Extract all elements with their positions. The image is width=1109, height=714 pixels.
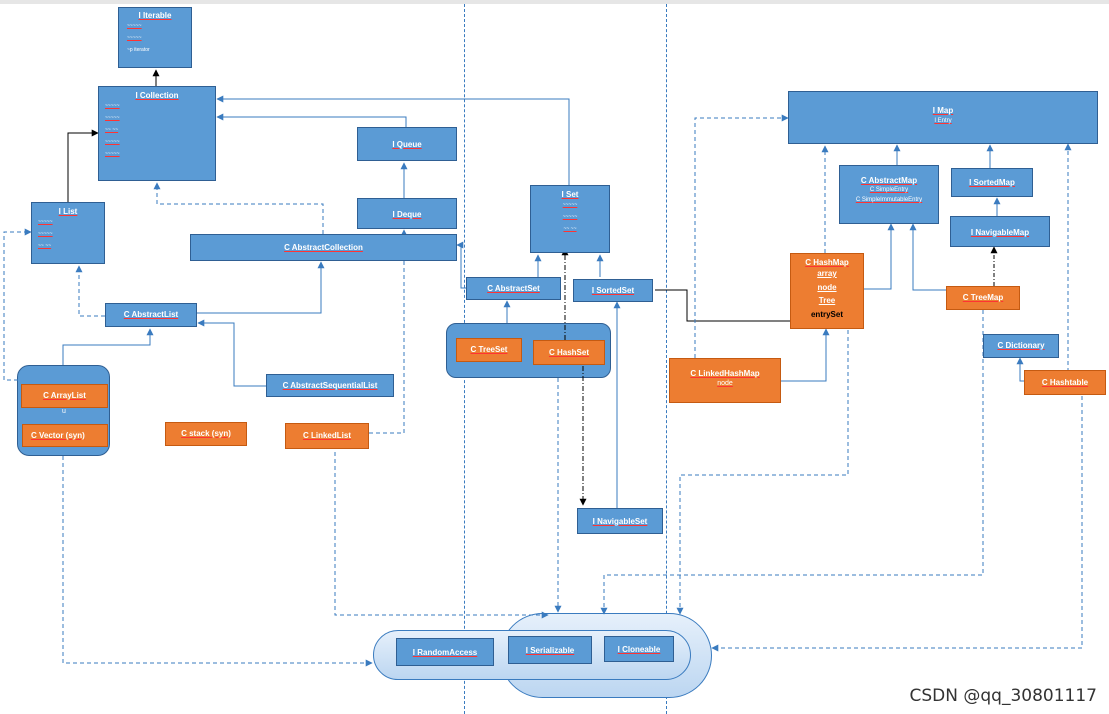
node-subtitle: I Entry <box>934 118 952 124</box>
abstractset-class: C AbstractSet <box>466 277 561 300</box>
node-field: Tree <box>818 296 836 305</box>
sortedset-interface: I SortedSet <box>573 279 653 302</box>
node-title: C HashMap <box>805 258 849 267</box>
node-method: ~~ ~~ <box>563 226 577 232</box>
node-method: ~~~~~ <box>38 219 53 225</box>
divider-line <box>666 4 667 714</box>
hashset-class: C HashSet <box>533 340 605 365</box>
node-method: ~p iterator <box>127 47 150 53</box>
node-title: C LinkedHashMap <box>690 369 760 378</box>
node-title: C LinkedList <box>302 431 351 440</box>
node-method: ~~~~~ <box>105 139 120 145</box>
node-method: ~~~~~ <box>127 35 142 41</box>
node-inner-class: C SimpleEntry <box>869 187 909 193</box>
node-title: I RandomAccess <box>412 648 478 657</box>
queue-interface: I Queue <box>357 127 457 161</box>
node-method: ~~~~~ <box>105 115 120 121</box>
cloneable-interface: I Cloneable <box>604 636 674 662</box>
sortedmap-interface: I SortedMap <box>951 168 1033 197</box>
node-method: ~~~~~ <box>105 103 120 109</box>
node-title: C AbstractSequentialList <box>282 381 378 390</box>
node-title: I NavigableSet <box>592 517 648 526</box>
node-method: ~~ ~~ <box>105 127 119 133</box>
node-title: C HashSet <box>548 348 589 357</box>
iterable-interface: I Iterable ~~~~~ ~~~~~ ~p iterator <box>118 7 192 68</box>
node-title: C TreeMap <box>962 293 1004 302</box>
node-title: I Deque <box>392 210 422 219</box>
node-title: C Hashtable <box>1041 378 1089 387</box>
node-title: I List <box>58 207 78 216</box>
node-field: entrySet <box>810 310 843 319</box>
randomaccess-interface: I RandomAccess <box>396 638 494 666</box>
node-title: I Set <box>561 190 579 199</box>
node-field: node <box>717 380 733 387</box>
node-title: C AbstractSet <box>487 284 540 293</box>
linkedhashmap-class: C LinkedHashMap node <box>669 358 781 403</box>
collection-interface: I Collection ~~~~~ ~~~~~ ~~ ~~ ~~~~~ ~~~… <box>98 86 216 181</box>
node-title: I Collection <box>135 91 179 100</box>
hashtable-class: C Hashtable <box>1024 370 1106 395</box>
node-title: C AbstractCollection <box>284 243 363 252</box>
serializable-interface: I Serializable <box>508 636 592 664</box>
abstractlist-class: C AbstractList <box>105 303 197 327</box>
hashmap-class: C HashMap array node Tree entrySet <box>790 253 864 329</box>
node-title: C TreeSet <box>470 345 508 354</box>
node-title: I Serializable <box>525 646 575 655</box>
dictionary-class: C Dictionary <box>983 334 1059 358</box>
node-field: array <box>817 269 837 278</box>
node-note: u <box>62 408 66 415</box>
node-title: I Iterable <box>138 11 172 20</box>
node-method: ~~~~~ <box>38 231 53 237</box>
node-method: ~~~~~ <box>127 23 142 29</box>
abstractcollection-class: C AbstractCollection <box>190 234 457 261</box>
node-title: I Map <box>932 106 954 115</box>
node-field: node <box>817 283 837 292</box>
deque-interface: I Deque <box>357 198 457 229</box>
node-title: I Cloneable <box>617 645 661 654</box>
node-title: I SortedMap <box>969 178 1015 187</box>
node-method: ~~~~~ <box>105 151 120 157</box>
node-title: C AbstractList <box>123 310 179 319</box>
linkedlist-class: C LinkedList <box>285 423 369 449</box>
abstractmap-class: C AbstractMap C SimpleEntry C SimpleImmu… <box>839 165 939 224</box>
vector-class: C Vector (syn) <box>22 424 108 447</box>
watermark: CSDN @qq_30801117 <box>909 686 1097 706</box>
node-title: C Vector (syn) <box>31 431 85 440</box>
top-bar <box>0 0 1109 4</box>
arraylist-note: u <box>58 408 70 418</box>
set-interface: I Set ~~~~~ ~~~~~ ~~ ~~ <box>530 185 610 253</box>
node-title: I SortedSet <box>591 286 635 295</box>
navigableset-interface: I NavigableSet <box>577 508 663 534</box>
node-title: C ArrayList <box>43 391 86 400</box>
navigablemap-interface: I NavigableMap <box>950 216 1050 247</box>
map-interface: I Map I Entry <box>788 91 1098 144</box>
node-title: C Dictionary <box>997 341 1045 350</box>
stack-class: C stack (syn) <box>165 422 247 446</box>
node-title: C AbstractMap <box>860 176 918 185</box>
node-method: ~~ ~~ <box>38 243 52 249</box>
list-interface: I List ~~~~~ ~~~~~ ~~ ~~ <box>31 202 105 264</box>
node-inner-class: C SimpleImmutableEntry <box>855 197 923 203</box>
node-title: C stack (syn) <box>181 429 231 438</box>
node-title: I Queue <box>392 140 422 149</box>
node-method: ~~~~~ <box>562 214 578 220</box>
node-title: I NavigableMap <box>970 228 1030 237</box>
arraylist-class: C ArrayList <box>21 384 108 408</box>
abstractsequentiallist-class: C AbstractSequentialList <box>266 374 394 397</box>
treemap-class: C TreeMap <box>946 286 1020 310</box>
node-method: ~~~~~ <box>562 202 578 208</box>
treeset-class: C TreeSet <box>456 338 522 362</box>
